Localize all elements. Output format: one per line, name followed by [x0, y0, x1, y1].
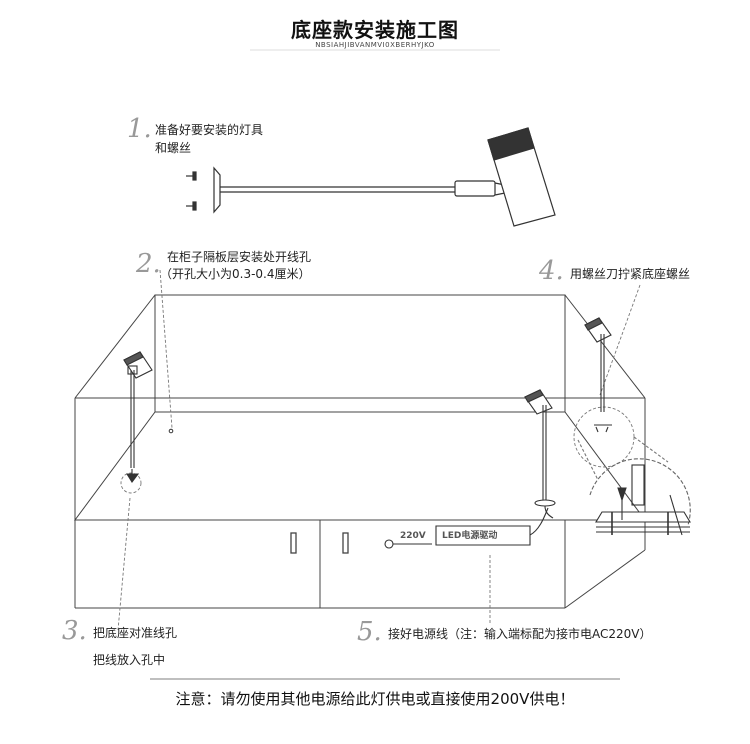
- step3-line2: 把线放入孔中: [93, 653, 166, 667]
- step3-line1: 把底座对准线孔: [93, 626, 178, 640]
- step3-leader: [117, 497, 131, 631]
- step1-number: 1.: [127, 114, 152, 144]
- power-plug-icon: [384, 539, 394, 549]
- step5-number: 5.: [357, 617, 382, 647]
- lamp-joint: [454, 180, 496, 197]
- step2-line1: 在柜子隔板层安装处开线孔: [167, 250, 312, 264]
- step3-hole-ring: [120, 472, 142, 494]
- lamp-middle: [524, 389, 556, 519]
- screw-icon: [186, 201, 197, 211]
- cabinet-back-panel: [154, 294, 566, 413]
- step1-line1: 准备好要安装的灯具: [155, 123, 264, 137]
- step5-line1: 接好电源线（注：输入端标配为接市电AC220V）: [388, 627, 652, 641]
- warning-note: 注意：请勿使用其他电源给此灯供电或直接使用200V供电！: [175, 690, 575, 708]
- step3-number: 3.: [62, 616, 87, 646]
- door-handle-left: [290, 532, 297, 554]
- page-subtitle: NBSIAHJIBVANMVI0XBERHYJKO: [315, 41, 435, 49]
- screw-icon: [186, 171, 197, 181]
- lamp-left: [123, 351, 153, 483]
- step4-line1: 用螺丝刀拧紧底座螺丝: [570, 267, 691, 281]
- door-handle-right: [342, 532, 349, 554]
- step4-leader: [599, 284, 641, 396]
- magnified-detail: [577, 436, 691, 536]
- cabinet-shelf: [74, 411, 646, 521]
- lamp-parts-illustration: [186, 127, 556, 227]
- page-title: 底座款安装施工图: [291, 18, 459, 42]
- wire-hole-marker: [168, 428, 174, 434]
- cabinet-drawing: [74, 294, 646, 609]
- step1-line2: 和螺丝: [155, 141, 192, 155]
- lamp-right: [584, 317, 612, 433]
- led-driver-box: [435, 525, 531, 546]
- step2-number: 2.: [136, 249, 161, 279]
- magnify-ring-large: [589, 458, 691, 526]
- led-driver-label: LED电源驱动: [442, 531, 498, 541]
- voltage-label: 220V: [400, 531, 426, 541]
- power-wiring: [384, 507, 549, 549]
- lamp-base-plate: [213, 166, 221, 214]
- step2-line2: （开孔大小为0.3-0.4厘米）: [160, 267, 311, 281]
- step2-leader: [159, 269, 173, 429]
- step4-number: 4.: [539, 256, 564, 286]
